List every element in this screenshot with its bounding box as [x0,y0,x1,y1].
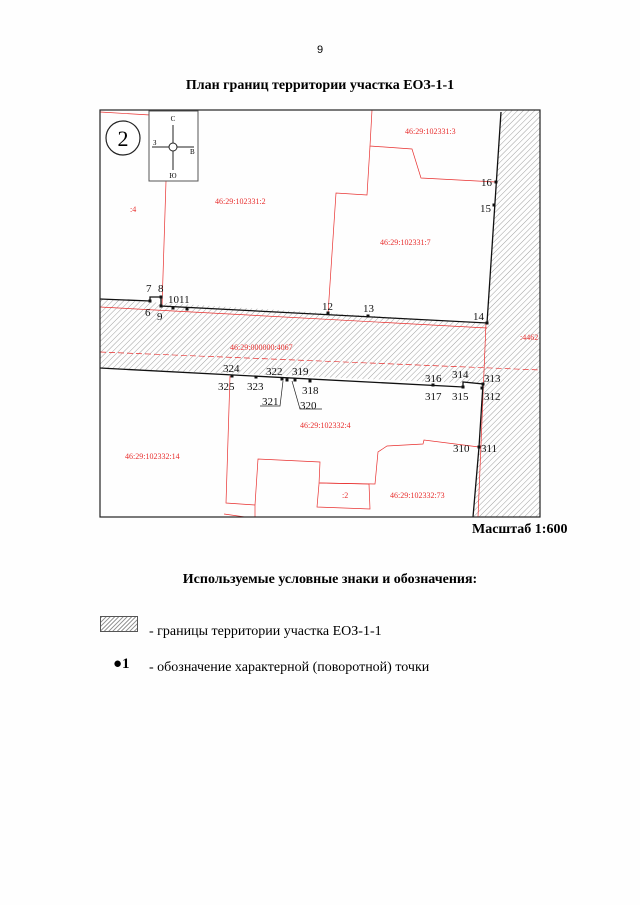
boundary-point-marker [148,299,152,303]
point-label: 314 [452,369,469,381]
boundary-point-marker [461,385,465,389]
compass-north: С [171,115,176,123]
parcel-label: :2 [342,491,348,500]
boundary-point-marker [285,378,289,382]
point-label: 8 [158,283,164,295]
legend-title: Используемые условные знаки и обозначени… [182,572,478,587]
page-number: 9 [316,44,324,56]
parcel-label: :4 [130,205,136,214]
point-label: 313 [484,373,501,385]
legend-item-territory: - границы территории участка ЕОЗ-1-1 [149,624,382,639]
parcel-label: 46:29:102332:73 [390,491,445,500]
point-label: 13 [363,303,375,315]
boundary-point-marker [366,314,370,318]
boundary-point-marker [481,382,485,386]
boundary-point-marker [280,377,284,381]
point-label: 16 [481,177,493,189]
sheet-number-circle [105,120,141,156]
point-label: 6 [145,307,151,319]
point-label: 315 [452,391,469,403]
boundary-point-marker [480,386,484,390]
legend-point-symbol: ●1 [113,656,130,672]
boundary-point-marker [494,180,498,184]
boundary-point-marker [492,203,496,207]
point-label: 311 [481,443,497,455]
point-label: 323 [247,381,264,393]
boundary-point-marker [159,304,163,308]
point-label: 14 [473,311,485,323]
hatched-territory-band [100,299,487,384]
boundary-point-marker [185,307,189,311]
boundary-point-marker [431,383,435,387]
compass-east: В [190,148,195,156]
parcel-label: 46:29:102331:3 [405,127,456,136]
boundary-point-marker [171,306,175,310]
boundary-point-marker [230,374,234,378]
point-label: 318 [302,385,319,397]
point-label: 15 [480,203,492,215]
point-label: 320 [300,400,317,412]
boundary-point-marker [485,321,489,325]
point-label: 325 [218,381,235,393]
boundary-point-marker [293,378,297,382]
parcel-label: :4462 [520,333,538,342]
point-label: 7 [146,283,152,295]
parcel-label: 46:29:102332:14 [125,452,180,461]
sheet-number: 2 [118,126,129,151]
point-label: 1011 [168,294,190,306]
point-label: 312 [484,391,501,403]
point-label: 322 [266,366,283,378]
map-frame [99,109,541,518]
compass-south: Ю [169,172,176,180]
boundary-plan-map: 2 С Ю З В 46:29:102331:3 46:29:102331:2 :4… [99,109,541,518]
point-label: 310 [453,443,470,455]
parcel-label: 46:29:000000:4067 [230,343,293,352]
parcel-label: 46:29:102331:2 [215,197,266,206]
boundary-point-marker [254,375,258,379]
boundary-line-south [100,367,484,517]
legend-item-point: - обозначение характерной (поворотной) т… [149,660,430,675]
hatched-territory-right [473,110,540,517]
compass-west: З [153,139,157,147]
boundary-point-marker [477,445,481,449]
boundary-point-marker [308,379,312,383]
legend-hatch-swatch [100,616,138,632]
point-label: 316 [425,373,442,385]
point-label: 324 [223,363,240,375]
boundary-point-marker [159,295,163,299]
scale-label: Масштаб 1:600 [472,522,568,537]
parcel-label: 46:29:102331:7 [380,238,431,247]
parcel-label: 46:29:102332:4 [300,421,351,430]
boundary-point-marker [326,311,330,315]
point-label: 9 [157,311,163,323]
page-title: План границ территории участка ЕОЗ-1-1 [185,78,455,93]
point-label: 12 [322,301,333,313]
point-label: 321 [262,396,279,408]
compass-icon: С Ю З В [148,110,199,182]
point-label: 317 [425,391,442,403]
point-label: 319 [292,366,309,378]
